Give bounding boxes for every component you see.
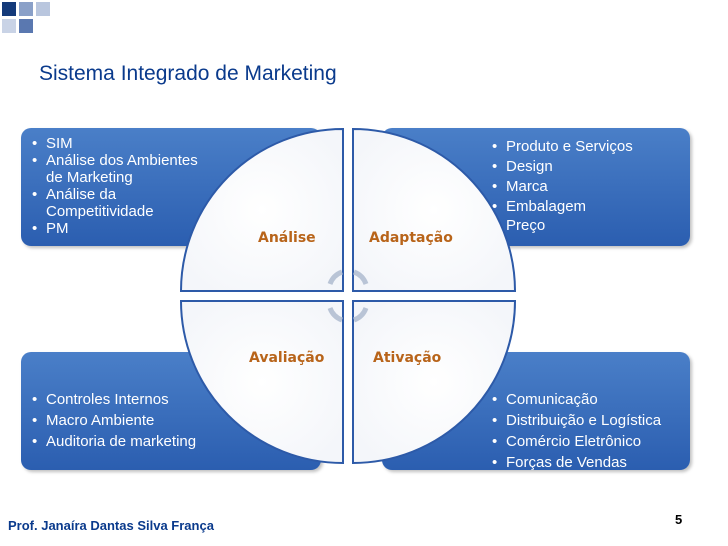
list-bottom-left: •Controles Internos •Macro Ambiente •Aud… <box>32 389 232 452</box>
quadrant-adaptacao <box>352 127 517 292</box>
list-top-right: •Produto e Serviços •Design •Marca •Emba… <box>492 137 682 235</box>
quadrant-analise <box>179 127 344 292</box>
list-item: •Distribuição e Logística <box>492 412 662 429</box>
list-item: •Análise da <box>32 186 117 203</box>
list-top-left: •SIM •Análise dos Ambientes de Marketing… <box>32 135 232 237</box>
corner-square-2 <box>19 2 33 16</box>
page-number: 5 <box>675 512 683 527</box>
corner-square-5 <box>2 19 16 33</box>
list-item-continuation: Preço <box>506 217 546 234</box>
label-ativacao: Ativação <box>373 350 442 366</box>
list-item: •Comércio Eletrônico <box>492 433 642 450</box>
label-avaliacao: Avaliação <box>249 350 325 366</box>
corner-square-4 <box>19 19 33 33</box>
label-adaptacao: Adaptação <box>369 230 453 246</box>
corner-square-1 <box>2 2 16 16</box>
list-item: •Análise dos Ambientes <box>32 152 198 169</box>
list-item: •Embalagem <box>492 198 587 215</box>
quadrant-avaliacao <box>179 300 344 465</box>
list-item: •Auditoria de marketing <box>32 433 197 450</box>
list-bottom-right: •Comunicação •Distribuição e Logística •… <box>492 389 688 473</box>
list-item: •Macro Ambiente <box>32 412 155 429</box>
list-item-continuation: de Marketing <box>46 169 133 186</box>
page-title: Sistema Integrado de Marketing <box>39 62 337 85</box>
list-item: •SIM <box>32 135 73 152</box>
list-item: •Comunicação <box>492 391 598 408</box>
label-analise: Análise <box>258 230 316 246</box>
cycle-arrows-icon <box>327 269 369 323</box>
corner-square-3 <box>36 2 50 16</box>
list-item-continuation: Competitividade <box>46 203 154 220</box>
footer-author: Prof. Janaíra Dantas Silva França <box>8 518 214 533</box>
list-item: •Produto e Serviços <box>492 138 633 155</box>
list-item: •Controles Internos <box>32 391 169 408</box>
list-item: •Forças de Vendas <box>492 454 627 471</box>
list-item: •Marca <box>492 178 548 195</box>
list-item: •PM <box>32 220 69 237</box>
list-item: •Design <box>492 158 553 175</box>
quadrant-ativacao <box>352 300 517 465</box>
